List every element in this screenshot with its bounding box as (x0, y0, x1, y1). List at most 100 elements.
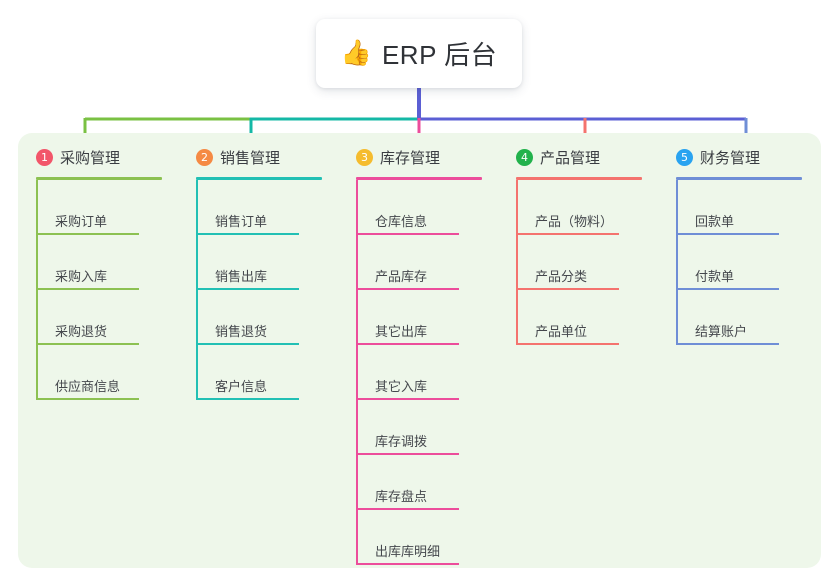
branch-item-label: 其它入库 (375, 379, 428, 394)
branch-header-2[interactable]: 2 销售管理 (196, 133, 338, 173)
branch-item[interactable]: 采购退货 (37, 290, 178, 345)
branch-underline (196, 177, 322, 180)
branch-item[interactable]: 结算账户 (677, 290, 818, 345)
branch-item-underline (517, 233, 619, 235)
branch-column-3: 3 库存管理仓库信息产品库存其它出库其它入库库存调拨库存盘点出库库明细 (338, 133, 498, 568)
branch-item-label: 付款单 (695, 269, 735, 284)
branch-title: 采购管理 (60, 149, 121, 167)
branch-item-underline (357, 398, 459, 400)
branch-title: 产品管理 (540, 149, 601, 167)
branch-item-label: 采购退货 (55, 324, 108, 339)
branch-item[interactable]: 付款单 (677, 235, 818, 290)
branch-item-underline (677, 233, 779, 235)
branch-item-label: 仓库信息 (375, 214, 428, 229)
branch-item-label: 产品分类 (535, 269, 588, 284)
branch-item-underline (37, 398, 139, 400)
branch-item-label: 回款单 (695, 214, 735, 229)
branch-item-label: 出库库明细 (375, 544, 441, 559)
branches-panel (18, 133, 821, 568)
branch-item-label: 销售订单 (215, 214, 268, 229)
branch-number-badge: 3 (356, 148, 373, 166)
branch-items: 仓库信息产品库存其它出库其它入库库存调拨库存盘点出库库明细 (356, 180, 498, 565)
branch-item[interactable]: 其它出库 (357, 290, 498, 345)
branch-item[interactable]: 采购入库 (37, 235, 178, 290)
branch-item-underline (517, 288, 619, 290)
branch-item-label: 销售出库 (215, 269, 268, 284)
branch-column-2: 2 销售管理销售订单销售出库销售退货客户信息 (178, 133, 338, 568)
branch-header-4[interactable]: 4 产品管理 (516, 133, 658, 173)
branch-item[interactable]: 出库库明细 (357, 510, 498, 565)
branch-items: 销售订单销售出库销售退货客户信息 (196, 180, 338, 400)
branch-number-badge: 2 (196, 148, 213, 166)
branch-item-label: 销售退货 (215, 324, 268, 339)
branch-item-underline (357, 343, 459, 345)
branch-underline (516, 177, 642, 180)
branch-item-label: 库存调拨 (375, 434, 428, 449)
branch-item-underline (357, 453, 459, 455)
branch-underline (356, 177, 482, 180)
branch-item-underline (357, 233, 459, 235)
branch-item[interactable]: 客户信息 (197, 345, 338, 400)
branch-item-underline (357, 288, 459, 290)
branch-item[interactable]: 销售退货 (197, 290, 338, 345)
branch-item-label: 库存盘点 (375, 489, 428, 504)
branch-item[interactable]: 产品（物料） (517, 180, 658, 235)
branch-item-underline (517, 343, 619, 345)
branch-item-underline (677, 343, 779, 345)
branch-item[interactable]: 库存盘点 (357, 455, 498, 510)
branch-item[interactable]: 产品分类 (517, 235, 658, 290)
branch-item-underline (197, 288, 299, 290)
branch-item[interactable]: 供应商信息 (37, 345, 178, 400)
branch-item-underline (197, 398, 299, 400)
branch-item-underline (197, 343, 299, 345)
branch-item[interactable]: 仓库信息 (357, 180, 498, 235)
branch-item-underline (197, 233, 299, 235)
branch-title: 财务管理 (700, 149, 761, 167)
branch-items: 产品（物料） 产品分类产品单位 (516, 180, 658, 345)
branch-item-label: 采购订单 (55, 214, 108, 229)
branch-item[interactable]: 产品单位 (517, 290, 658, 345)
branch-item-label: 采购入库 (55, 269, 108, 284)
branch-underline (36, 177, 162, 180)
branch-stem (196, 180, 198, 400)
branch-item-underline (357, 563, 459, 565)
branch-header-3[interactable]: 3 库存管理 (356, 133, 498, 173)
root-title: ERP 后台 (381, 40, 498, 70)
branch-underline (676, 177, 802, 180)
branch-header-5[interactable]: 5 财务管理 (676, 133, 818, 173)
branch-stem (356, 180, 358, 565)
branch-item[interactable]: 采购订单 (37, 180, 178, 235)
branch-item-label: 结算账户 (695, 324, 748, 339)
branch-item-label: 客户信息 (215, 379, 268, 394)
branch-item-label: 产品（物料） (535, 214, 614, 229)
thumbs-up-icon: 👍 (340, 39, 372, 67)
branch-item[interactable]: 回款单 (677, 180, 818, 235)
branch-item-underline (37, 343, 139, 345)
branch-title: 库存管理 (380, 149, 441, 167)
branch-number-badge: 5 (676, 148, 693, 166)
branch-number-badge: 4 (516, 148, 533, 166)
branch-title: 销售管理 (220, 149, 281, 167)
branch-column-4: 4 产品管理产品（物料） 产品分类产品单位 (498, 133, 658, 568)
branch-item-label: 其它出库 (375, 324, 428, 339)
branch-header-1[interactable]: 1 采购管理 (36, 133, 178, 173)
branch-stem (676, 180, 678, 345)
root-node[interactable]: 👍 ERP 后台 (316, 19, 522, 88)
branch-items: 回款单付款单结算账户 (676, 180, 818, 345)
branch-items: 采购订单采购入库采购退货供应商信息 (36, 180, 178, 400)
branch-item-underline (677, 288, 779, 290)
branch-item[interactable]: 销售出库 (197, 235, 338, 290)
branch-item-label: 产品库存 (375, 269, 428, 284)
branch-item-underline (37, 288, 139, 290)
branch-item[interactable]: 其它入库 (357, 345, 498, 400)
branch-item[interactable]: 产品库存 (357, 235, 498, 290)
branch-columns: 1 采购管理采购订单采购入库采购退货供应商信息 2 销售管理销售订单销售出库销售退货客… (18, 133, 821, 568)
branch-item-label: 供应商信息 (55, 379, 121, 394)
branch-item[interactable]: 销售订单 (197, 180, 338, 235)
branch-item[interactable]: 库存调拨 (357, 400, 498, 455)
branch-item-label: 产品单位 (535, 324, 588, 339)
branch-number-badge: 1 (36, 148, 53, 166)
branch-item-underline (357, 508, 459, 510)
branch-item-underline (37, 233, 139, 235)
